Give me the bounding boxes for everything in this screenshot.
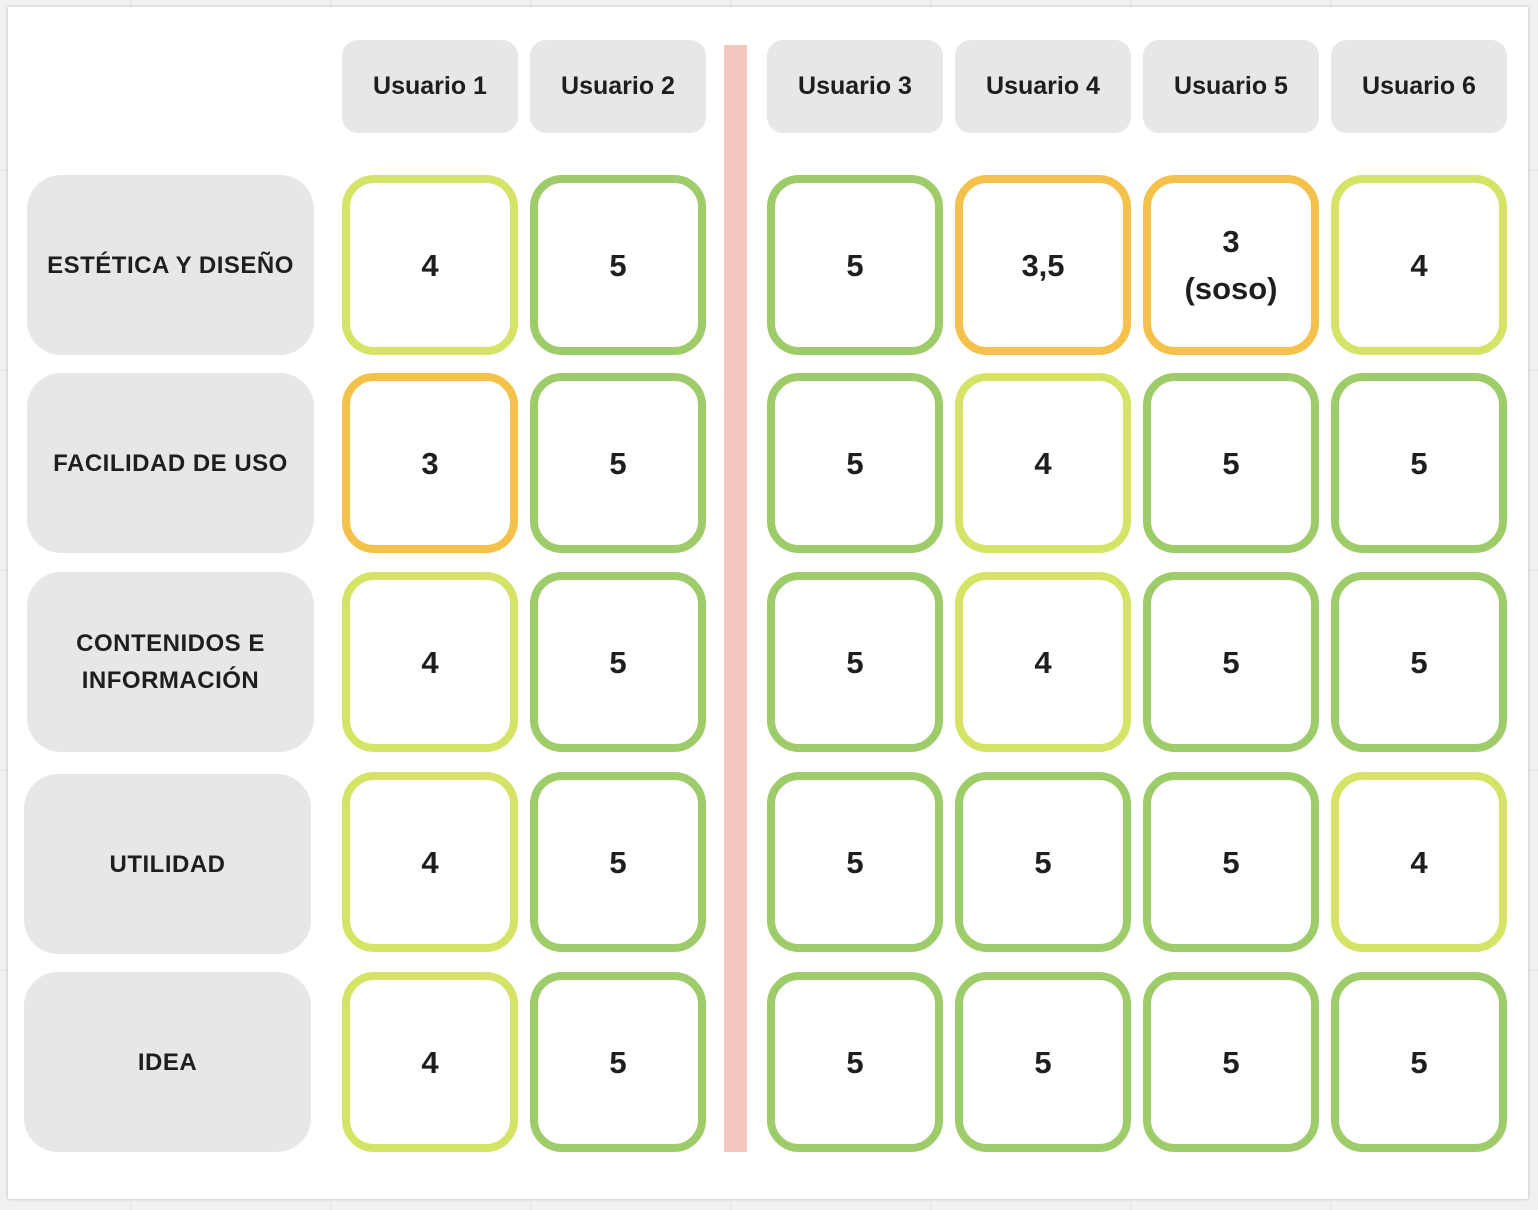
user-header-6: Usuario 6: [1331, 40, 1507, 133]
score-cell: 5: [530, 972, 706, 1152]
score-cell: 5: [767, 972, 943, 1152]
score-cell: 5: [1143, 772, 1319, 952]
score-cell: 5: [1331, 572, 1507, 752]
score-cell: 5: [1143, 972, 1319, 1152]
score-cell: 4: [955, 373, 1131, 553]
score-cell: 4: [342, 175, 518, 355]
score-cell: 4: [342, 772, 518, 952]
user-header-2: Usuario 2: [530, 40, 706, 133]
criterion-label-estetica: ESTÉTICA Y DISEÑO: [27, 175, 314, 355]
score-cell: 5: [1143, 572, 1319, 752]
score-cell: 5: [955, 972, 1131, 1152]
user-header-3: Usuario 3: [767, 40, 943, 133]
score-cell: 5: [955, 772, 1131, 952]
score-cell: 5: [530, 572, 706, 752]
score-cell: 4: [1331, 175, 1507, 355]
score-cell: 5: [530, 373, 706, 553]
score-cell: 3,5: [955, 175, 1131, 355]
score-cell: 4: [955, 572, 1131, 752]
score-cell: 4: [1331, 772, 1507, 952]
group-divider: [724, 45, 747, 1152]
score-cell: 5: [1331, 373, 1507, 553]
score-cell: 5: [767, 373, 943, 553]
criterion-label-facilidad: FACILIDAD DE USO: [27, 373, 314, 553]
score-cell: 5: [767, 772, 943, 952]
score-cell: 4: [342, 972, 518, 1152]
score-cell: 5: [767, 175, 943, 355]
criterion-label-utilidad: UTILIDAD: [24, 774, 311, 954]
user-header-1: Usuario 1: [342, 40, 518, 133]
score-cell: 3 (soso): [1143, 175, 1319, 355]
criterion-label-contenidos: CONTENIDOS E INFORMACIÓN: [27, 572, 314, 752]
score-cell: 5: [530, 772, 706, 952]
score-cell: 5: [1331, 972, 1507, 1152]
score-cell: 5: [530, 175, 706, 355]
score-cell: 4: [342, 572, 518, 752]
score-cell: 5: [767, 572, 943, 752]
score-cell: 3: [342, 373, 518, 553]
user-header-5: Usuario 5: [1143, 40, 1319, 133]
score-cell: 5: [1143, 373, 1319, 553]
user-header-4: Usuario 4: [955, 40, 1131, 133]
criterion-label-idea: IDEA: [24, 972, 311, 1152]
